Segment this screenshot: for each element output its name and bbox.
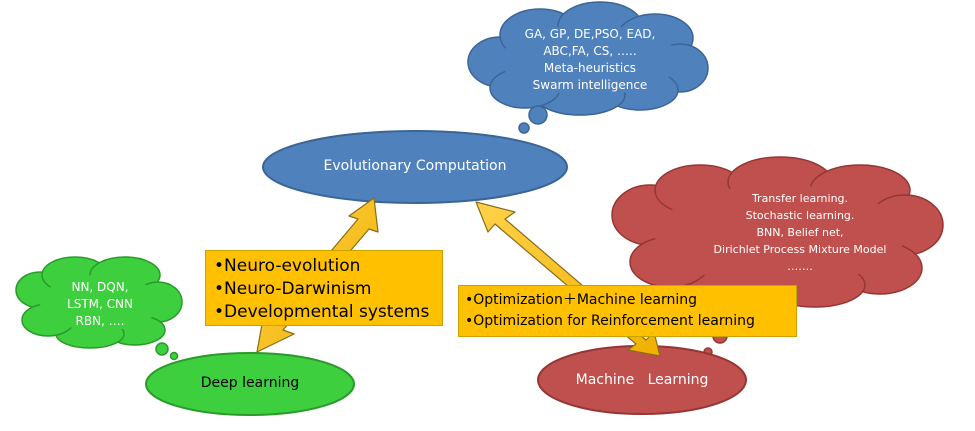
ml-methods-line: BNN, Belief net,	[756, 226, 844, 239]
evolutionary-computation-label: Evolutionary Computation	[323, 158, 507, 174]
ec-methods-line: GA, GP, DE,PSO, EAD,	[524, 27, 656, 41]
ml-methods-line: …….	[787, 260, 813, 273]
ec-methods-line: Swarm intelligence	[532, 78, 648, 92]
ml-methods-line: Dirichlet Process Mixture Model	[713, 243, 887, 256]
evolutionary-computation-oval	[262, 130, 568, 204]
ec-methods-line: Meta-heuristics	[543, 61, 637, 75]
neuro-methods-item: Developmental systems	[214, 301, 442, 324]
dl-models-line: RBN, ….	[75, 314, 125, 328]
ec-methods-text: GA, GP, DE,PSO, EAD, ABC,FA, CS, ….. Met…	[510, 26, 670, 94]
neuro-methods-item: Neuro-Darwinism	[214, 278, 442, 301]
optimization-methods-item: Optimization＋Machine learning	[465, 290, 796, 311]
neuro-methods-box: Neuro-evolution Neuro-Darwinism Developm…	[205, 250, 443, 326]
optimization-methods-item: Optimization for Reinforcement learning	[465, 311, 796, 332]
dl-models-line: LSTM, CNN	[67, 297, 133, 311]
ml-methods-text: Transfer learning. Stochastic learning. …	[690, 190, 910, 275]
deep-learning-label: Deep learning	[200, 375, 300, 391]
optimization-methods-box: Optimization＋Machine learning Optimizati…	[458, 285, 797, 337]
deep-learning-oval	[145, 352, 355, 416]
ml-methods-line: Transfer learning.	[751, 192, 849, 205]
ec-methods-cloud-shape	[467, 1, 709, 134]
ec-methods-line: ABC,FA, CS, …..	[543, 44, 637, 58]
dl-models-line: NN, DQN,	[71, 280, 129, 294]
neuro-methods-item: Neuro-evolution	[214, 255, 442, 278]
machine-learning-label: Machine Learning	[575, 372, 709, 388]
ml-methods-line: Stochastic learning.	[745, 209, 855, 222]
dl-models-cloud-shape	[15, 256, 183, 361]
ml-methods-cloud-shape	[611, 156, 944, 357]
dl-models-text: NN, DQN, LSTM, CNN RBN, ….	[50, 279, 150, 330]
